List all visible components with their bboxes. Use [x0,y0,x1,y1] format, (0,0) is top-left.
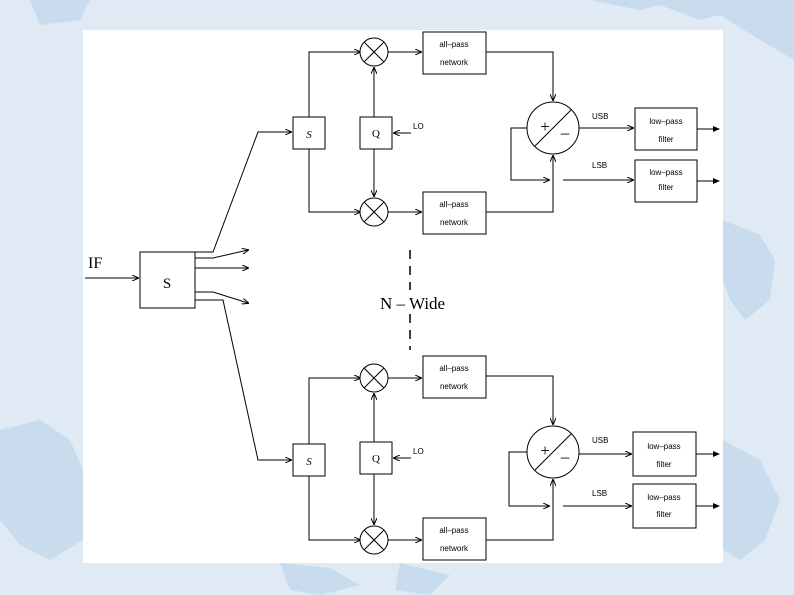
svg-text:all–pass: all–pass [439,364,468,373]
diagram-panel: IF S N – Wide S Q LO [83,30,723,563]
lower-mixer-bottom [359,525,389,555]
svg-text:all–pass: all–pass [439,200,468,209]
lower-path-bottom [308,476,360,540]
lower-mixer-top [359,363,389,393]
svg-text:all–pass: all–pass [439,40,468,49]
upper-lo-label: LO [413,122,424,131]
svg-text:network: network [440,58,469,67]
upper-lpf-usb-box [634,107,698,151]
block-diagram: IF S N – Wide S Q LO [85,31,720,561]
lower-splitter-label: S [306,456,312,468]
lower-lpf-usb-box [632,431,697,477]
upper-channel: S Q LO all–pass network all–pass network [292,31,720,235]
upper-splitter-box [292,116,326,150]
lower-quadrature-label: Q [372,453,380,465]
lower-quadrature-box [359,441,393,475]
if-input-label: IF [88,255,102,272]
svg-text:network: network [440,382,469,391]
output-arrow-3 [195,291,248,303]
svg-text:network: network [440,544,469,553]
svg-text:–: – [560,123,570,142]
lower-allpass-bottom-box [422,517,487,561]
svg-text:–: – [560,447,570,466]
upper-allpass-top-box [422,31,487,75]
lower-splitter-box [292,443,326,477]
svg-text:low–pass: low–pass [647,493,680,502]
output-arrow-1 [195,250,248,259]
lower-combiner: + – [526,425,580,479]
upper-path-bottom [308,149,360,212]
svg-text:+: + [540,441,550,460]
upper-usb-label: USB [592,112,608,121]
lower-usb-label: USB [592,436,608,445]
svg-text:all–pass: all–pass [439,526,468,535]
upper-mixer-bottom [359,197,389,227]
upper-mixer-top [359,37,389,67]
svg-text:filter: filter [658,183,673,192]
upper-quadrature-label: Q [372,128,380,140]
upper-path-top [308,52,360,117]
lower-path-top [308,378,360,444]
lower-lsb-label: LSB [592,489,607,498]
lower-lo-label: LO [413,447,424,456]
n-wide-label: N – Wide [380,294,445,313]
upper-quadrature-box [359,116,393,150]
feed-to-upper-channel [195,132,291,253]
lower-lpf-lsb-box [632,483,697,529]
upper-splitter-label: S [306,129,312,141]
lower-channel: S Q LO all–pass network all–pass network [292,355,720,561]
upper-allpass-bottom-box [422,191,487,235]
svg-text:filter: filter [656,510,671,519]
upper-combiner: +/– + – [526,101,580,155]
main-splitter-box [139,251,196,309]
upper-lpf-lsb-box [634,159,698,203]
svg-text:low–pass: low–pass [649,168,682,177]
svg-text:network: network [440,218,469,227]
main-splitter-label: S [163,276,171,292]
upper-lsb-label: LSB [592,161,607,170]
svg-text:low–pass: low–pass [647,442,680,451]
svg-text:filter: filter [658,135,673,144]
svg-text:filter: filter [656,460,671,469]
svg-text:+: + [540,117,550,136]
lower-allpass-top-box [422,355,487,399]
feed-to-lower-channel [195,299,291,460]
svg-text:low–pass: low–pass [649,117,682,126]
